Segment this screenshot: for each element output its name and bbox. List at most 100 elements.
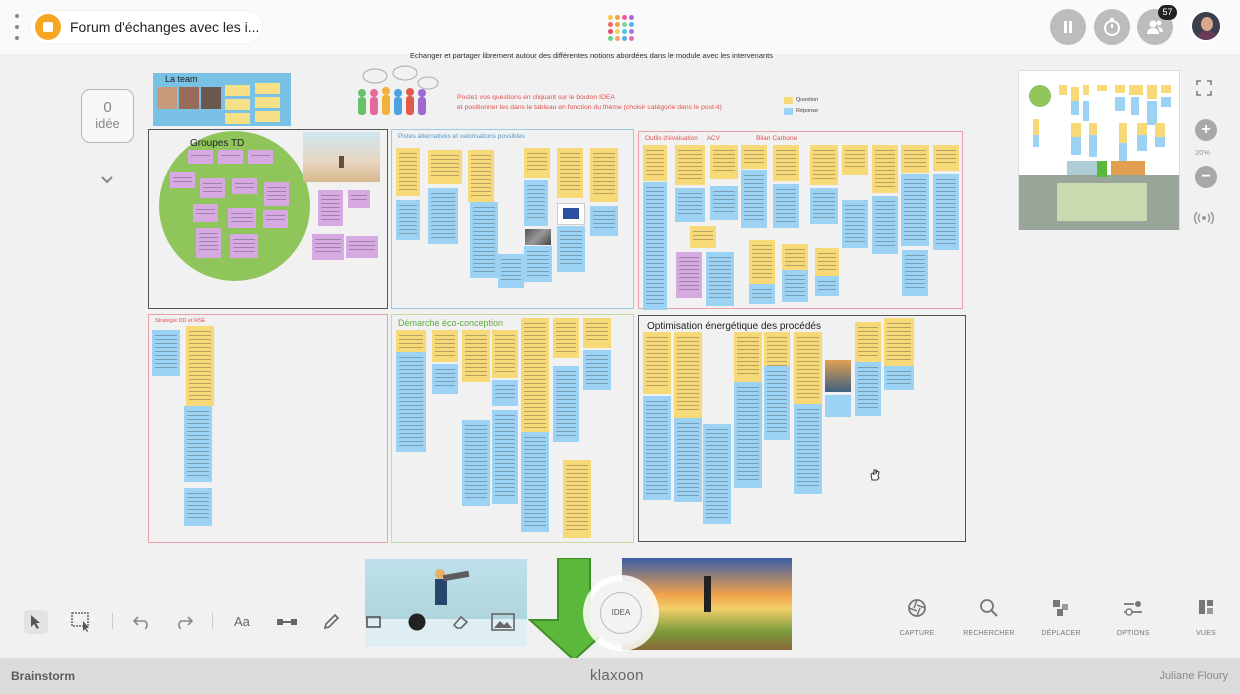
question-note[interactable]	[674, 332, 702, 418]
answer-note[interactable]	[794, 404, 822, 494]
answer-note[interactable]	[710, 186, 738, 220]
idea-button[interactable]: IDEA	[589, 581, 653, 645]
search-button[interactable]: RECHERCHER	[959, 598, 1019, 637]
question-note[interactable]	[563, 460, 591, 538]
answer-note[interactable]	[498, 254, 524, 288]
group-note[interactable]	[200, 178, 225, 198]
pen-tool[interactable]	[319, 610, 343, 634]
undo-button[interactable]	[130, 610, 154, 634]
answer-note[interactable]	[643, 182, 667, 310]
capture-button[interactable]: CAPTURE	[887, 598, 947, 637]
group-note[interactable]	[348, 190, 370, 208]
question-note[interactable]	[432, 330, 458, 362]
select-area-tool[interactable]	[70, 610, 94, 634]
question-note[interactable]	[468, 150, 494, 202]
eu-logo-image[interactable]	[557, 203, 585, 225]
group-note[interactable]	[346, 236, 378, 258]
image-tool[interactable]	[491, 610, 515, 634]
answer-note[interactable]	[396, 200, 420, 240]
timer-button[interactable]	[1094, 9, 1130, 45]
answer-note[interactable]	[152, 330, 180, 376]
fullscreen-icon[interactable]	[1196, 80, 1212, 99]
answer-note[interactable]	[734, 382, 762, 488]
team-note[interactable]	[255, 83, 280, 94]
question-note[interactable]	[524, 148, 550, 178]
question-note[interactable]	[794, 332, 822, 406]
factory-image[interactable]	[825, 360, 851, 392]
question-note[interactable]	[557, 148, 583, 198]
question-note[interactable]	[933, 145, 959, 171]
question-note[interactable]	[815, 248, 839, 276]
connector-tool[interactable]	[275, 610, 299, 634]
group-note[interactable]	[263, 210, 288, 228]
frame-groupes-td[interactable]	[148, 129, 388, 309]
answer-note[interactable]	[396, 352, 426, 452]
answer-note[interactable]	[901, 174, 929, 246]
telescope-image[interactable]	[365, 559, 527, 647]
answer-note[interactable]	[773, 184, 799, 228]
answer-note[interactable]	[432, 364, 458, 394]
question-note[interactable]	[855, 322, 881, 362]
answer-note[interactable]	[553, 366, 579, 442]
group-note[interactable]	[676, 252, 702, 298]
frame-outils[interactable]: Outils d'évaluation ACV Bilan Carbone	[638, 131, 963, 309]
answer-note[interactable]	[855, 362, 881, 416]
question-note[interactable]	[872, 145, 898, 193]
question-note[interactable]	[428, 150, 462, 184]
text-tool[interactable]: Aa	[234, 614, 250, 629]
move-button[interactable]: DÉPLACER	[1031, 598, 1091, 637]
group-note[interactable]	[318, 190, 343, 226]
group-note[interactable]	[170, 172, 195, 188]
answer-note[interactable]	[810, 188, 838, 224]
frame-strategie[interactable]: Stratégie DD et RSE	[148, 314, 388, 543]
group-note[interactable]	[218, 150, 243, 164]
answer-note[interactable]	[764, 366, 790, 440]
question-note[interactable]	[734, 332, 762, 382]
chevron-down-icon[interactable]	[100, 172, 114, 189]
answer-note[interactable]	[557, 226, 585, 272]
board-title-pill[interactable]: Forum d'échanges avec les i...	[30, 11, 262, 43]
question-note[interactable]	[710, 145, 738, 179]
team-note[interactable]	[255, 111, 280, 122]
minimap[interactable]	[1018, 70, 1180, 230]
options-button[interactable]: OPTIONS	[1103, 598, 1163, 637]
idea-counter-card[interactable]: 0 idée	[81, 89, 134, 143]
team-note[interactable]	[255, 97, 280, 108]
question-note[interactable]	[884, 318, 914, 366]
frame-optimisation[interactable]: Optimisation énergétique des procédés	[638, 315, 966, 542]
question-note[interactable]	[643, 332, 671, 394]
answer-note[interactable]	[583, 350, 611, 390]
team-note[interactable]	[225, 113, 250, 124]
answer-note[interactable]	[872, 196, 898, 254]
answer-note[interactable]	[703, 424, 731, 524]
color-tool[interactable]	[405, 610, 429, 634]
answer-note[interactable]	[462, 420, 490, 506]
question-note[interactable]	[462, 330, 490, 382]
answer-note[interactable]	[782, 270, 808, 302]
answer-note[interactable]	[524, 180, 548, 226]
zoom-out-button[interactable]: −	[1195, 166, 1217, 188]
answer-note[interactable]	[521, 432, 549, 532]
group-note[interactable]	[264, 182, 289, 206]
question-note[interactable]	[741, 145, 767, 169]
question-note[interactable]	[690, 226, 716, 248]
answer-note[interactable]	[428, 188, 458, 244]
shape-tool[interactable]	[362, 610, 386, 634]
answer-note[interactable]	[825, 395, 851, 417]
question-note[interactable]	[186, 326, 214, 406]
answer-note[interactable]	[884, 366, 914, 390]
group-note[interactable]	[193, 204, 218, 222]
broadcast-icon[interactable]	[1193, 210, 1215, 229]
question-note[interactable]	[643, 145, 667, 181]
frame-pistes[interactable]: Pistes alternatives et valorisations pos…	[391, 129, 634, 309]
team-note[interactable]	[225, 85, 250, 96]
question-note[interactable]	[396, 148, 420, 196]
question-note[interactable]	[901, 145, 929, 173]
question-note[interactable]	[675, 145, 705, 185]
answer-note[interactable]	[470, 202, 498, 278]
photo-image[interactable]	[525, 229, 551, 245]
user-avatar[interactable]	[1190, 10, 1222, 42]
question-note[interactable]	[492, 330, 518, 378]
answer-note[interactable]	[933, 174, 959, 250]
answer-note[interactable]	[492, 410, 518, 504]
